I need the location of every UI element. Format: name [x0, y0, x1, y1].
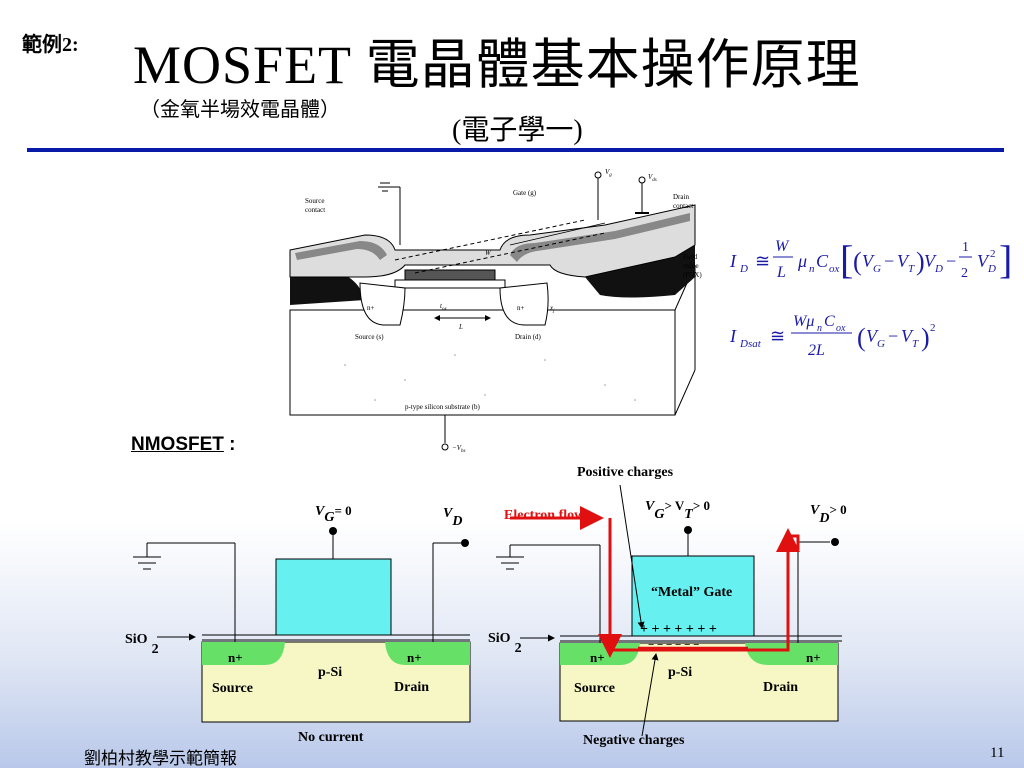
drain-current-equations: I D ≅ W L μ n C ox [ ( V G − V T ) V D −…	[729, 237, 1012, 359]
gate-positive-charges: + + + + + + +	[640, 622, 717, 637]
svg-text:[: [	[840, 237, 853, 282]
vd-condition-label: VD> 0	[810, 502, 847, 526]
svg-text:μ: μ	[797, 251, 807, 271]
page-number: 11	[990, 745, 1005, 761]
svg-text:D: D	[987, 263, 996, 275]
svg-text:V: V	[901, 326, 914, 346]
fig-xj-label: xj	[549, 304, 555, 314]
vd-label: VD	[443, 506, 462, 529]
svg-text:2: 2	[990, 248, 996, 260]
title-divider	[27, 148, 1004, 152]
svg-text:n: n	[809, 263, 815, 275]
fig-tox-label: tox	[440, 302, 447, 312]
nmosfet-label: NMOSFET :	[131, 434, 236, 455]
svg-text:V: V	[866, 326, 879, 346]
drain-nplus-region	[385, 642, 470, 665]
sio2-label: SiO2	[125, 632, 159, 657]
fig-nplus-left-label: n+	[367, 304, 375, 312]
positive-charges-label: Positive charges	[577, 465, 674, 480]
svg-text:): )	[921, 323, 930, 352]
svg-text:ox: ox	[836, 323, 846, 334]
drain-label: Drain	[763, 680, 798, 695]
psi-label: p-Si	[318, 665, 342, 680]
svg-text:Wμ: Wμ	[793, 313, 814, 330]
fig-drain-label: Drain (d)	[515, 333, 542, 341]
example-label: 範例2:	[22, 34, 79, 56]
svg-text:T: T	[908, 263, 915, 275]
svg-text:Dsat: Dsat	[739, 338, 762, 350]
svg-text:C: C	[816, 251, 829, 271]
subtitle-course: (電子學一)	[452, 115, 583, 146]
drain-nplus-label: n+	[407, 650, 422, 665]
fig-length-label: L	[458, 323, 463, 331]
nmosfet-on-diagram: Positive charges Electron flow VG> VT> 0…	[488, 465, 847, 748]
metal-gate	[631, 555, 755, 637]
svg-text:1: 1	[962, 240, 969, 255]
svg-text:2: 2	[961, 266, 968, 281]
svg-text:D: D	[739, 263, 748, 275]
svg-text:V: V	[924, 251, 937, 271]
svg-text:): )	[916, 247, 925, 276]
gate-electrode	[275, 558, 392, 636]
source-nplus-region	[202, 642, 285, 665]
fig-width-label: W	[485, 249, 492, 257]
svg-text:(: (	[857, 323, 866, 352]
drain-label: Drain	[394, 680, 429, 695]
svg-text:]: ]	[999, 237, 1012, 282]
drain-nplus-label: n+	[806, 650, 821, 665]
svg-text:≅: ≅	[770, 326, 785, 346]
svg-text:I: I	[729, 251, 737, 271]
drain-nplus-region	[745, 643, 838, 665]
vg-label: VG= 0	[315, 503, 352, 525]
svg-text:W: W	[775, 238, 790, 255]
fig-gate-label: Gate (g)	[513, 189, 537, 197]
subtitle-chinese: （金氧半場效電晶體）	[140, 99, 340, 121]
svg-text:≅: ≅	[755, 251, 770, 271]
svg-text:(: (	[853, 247, 862, 276]
no-current-caption: No current	[298, 730, 364, 745]
fig-nplus-right-label: n+	[517, 304, 525, 312]
vg-condition-label: VG> VT> 0	[645, 498, 710, 522]
fig-vds-label: Vds	[648, 173, 657, 183]
psi-label: p-Si	[668, 665, 692, 680]
svg-text:L: L	[776, 264, 786, 281]
svg-text:−: −	[946, 251, 956, 271]
svg-text:−: −	[884, 251, 894, 271]
svg-text:I: I	[729, 326, 737, 346]
fig-source-label: Source (s)	[355, 333, 384, 341]
svg-text:T: T	[912, 338, 919, 350]
svg-text:ox: ox	[829, 263, 840, 275]
source-label: Source	[574, 681, 615, 696]
svg-text:D: D	[934, 263, 943, 275]
svg-text:V: V	[862, 251, 875, 271]
svg-text:−: −	[888, 326, 898, 346]
sio2-label: SiO2	[488, 631, 522, 656]
svg-text:2: 2	[930, 322, 936, 334]
fig-vbs-label: −Vbs	[452, 444, 466, 454]
svg-text:G: G	[873, 263, 881, 275]
negative-charges-label: Negative charges	[583, 733, 685, 748]
electron-flow-label: Electron flow	[504, 508, 585, 523]
source-nplus-label: n+	[228, 650, 243, 665]
svg-text:n: n	[817, 323, 822, 334]
svg-text:2L: 2L	[808, 342, 825, 359]
svg-text:G: G	[877, 338, 885, 350]
footer-credit: 劉柏村教學示範簡報	[84, 749, 237, 768]
fig-vg-label: Vg	[605, 168, 612, 178]
svg-text:V: V	[897, 251, 910, 271]
page-title: MOSFET 電晶體基本操作原理	[133, 35, 861, 95]
metal-gate-label: “Metal” Gate	[651, 585, 732, 600]
fig-substrate-label: p-type silicon substrate (b)	[405, 403, 481, 411]
source-nplus-label: n+	[590, 650, 605, 665]
svg-text:V: V	[977, 251, 990, 271]
channel-negative-charges: − − − − − −	[648, 639, 699, 651]
nmosfet-off-diagram: VG= 0 VD SiO2 n+ n+ p-Si Source Drain No…	[125, 503, 471, 745]
source-label: Source	[212, 681, 253, 696]
svg-text:C: C	[824, 313, 835, 330]
